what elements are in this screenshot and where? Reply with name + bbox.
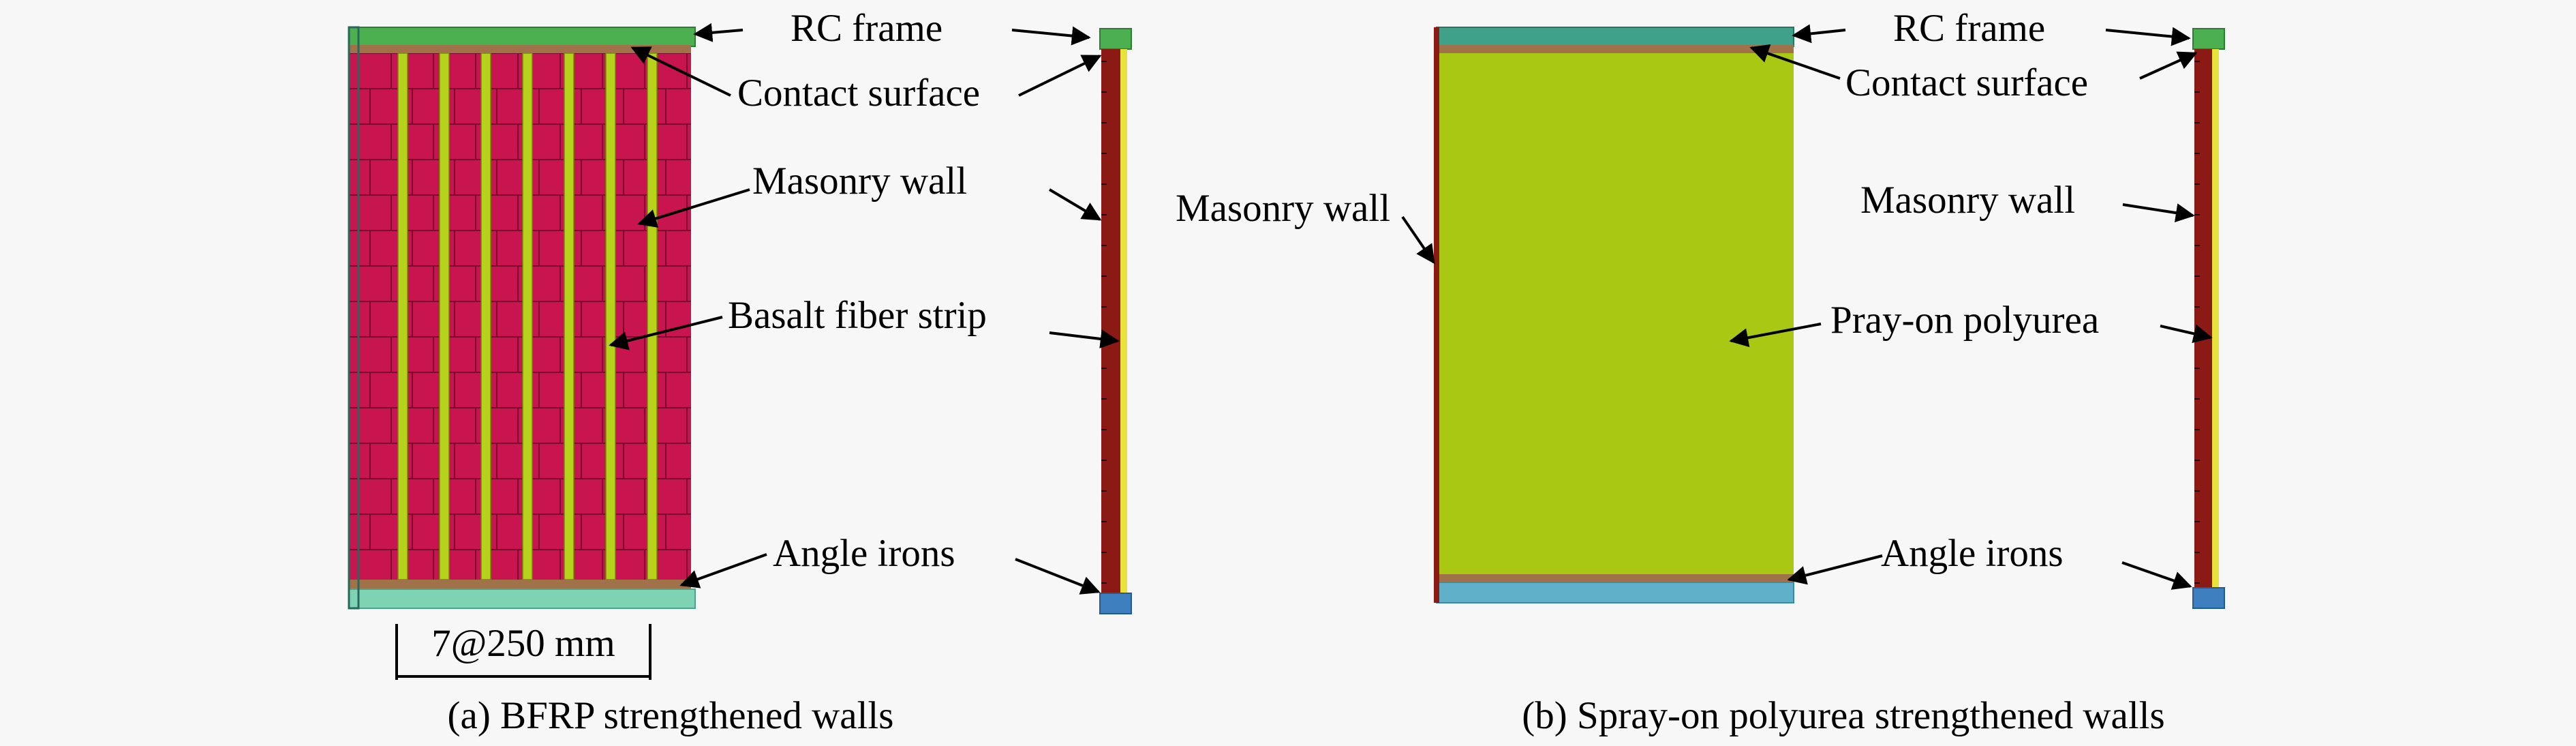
angle-iron-side bbox=[1099, 593, 1132, 614]
masonry-side bbox=[1101, 49, 1120, 593]
caption-a: (a) BFRP strengthened walls bbox=[448, 694, 894, 737]
polyurea-wall-front bbox=[1434, 27, 1794, 603]
basalt-strip bbox=[439, 53, 450, 580]
label-masonry-wall-b-right: Masonry wall bbox=[1860, 179, 2075, 222]
panel-a-annotations bbox=[609, 23, 1120, 595]
basalt-strip bbox=[605, 53, 616, 580]
label-contact-surface-b: Contact surface bbox=[1845, 61, 2088, 104]
side-joints-b bbox=[2194, 61, 2200, 584]
rc-frame-top-b bbox=[1436, 27, 1794, 47]
rc-frame-side-top bbox=[1099, 28, 1132, 50]
label-contact-surface-a: Contact surface bbox=[737, 72, 980, 115]
strip-side bbox=[1120, 49, 1127, 593]
panel-a: RC frame Contact surface Masonry wall Ba… bbox=[348, 7, 1132, 737]
polyurea-coating bbox=[1437, 53, 1794, 574]
masonry-edge-b bbox=[1434, 27, 1439, 603]
contact-surface-top bbox=[349, 45, 691, 53]
basalt-strip bbox=[564, 53, 574, 580]
dimension-line bbox=[395, 624, 651, 680]
label-masonry-wall-a: Masonry wall bbox=[752, 160, 967, 203]
basalt-strip bbox=[647, 53, 658, 580]
angle-iron-side-b bbox=[2192, 587, 2225, 609]
label-rc-frame-b: RC frame bbox=[1893, 7, 2045, 50]
panel-b-annotations bbox=[1401, 24, 2213, 590]
polyurea-side bbox=[2212, 49, 2219, 588]
rc-frame-top bbox=[348, 27, 696, 47]
angle-iron-bottom bbox=[349, 580, 691, 589]
wall-edge bbox=[348, 26, 360, 610]
angle-iron-bottom-b bbox=[1437, 574, 1794, 582]
side-joints bbox=[1101, 61, 1107, 584]
label-rc-frame-a: RC frame bbox=[791, 7, 942, 50]
dimension-label: 7@250 mm bbox=[431, 622, 615, 665]
bfrp-wall-side bbox=[1099, 28, 1132, 614]
label-polyurea: Pray-on polyurea bbox=[1830, 299, 2099, 342]
masonry-side-b bbox=[2194, 49, 2212, 588]
label-masonry-wall-b-left: Masonry wall bbox=[1176, 187, 1390, 230]
caption-b: (b) Spray-on polyurea strengthened walls bbox=[1522, 694, 2164, 737]
label-angle-irons-b: Angle irons bbox=[1881, 532, 2064, 575]
panel-b: RC frame Contact surface Masonry wall Ma… bbox=[1176, 7, 2225, 737]
basalt-strip bbox=[480, 53, 491, 580]
label-angle-irons-a: Angle irons bbox=[773, 532, 955, 575]
polyurea-wall-side bbox=[2192, 28, 2225, 609]
bfrp-wall-front bbox=[348, 26, 696, 610]
rc-frame-bottom-b bbox=[1436, 582, 1794, 603]
contact-surface-top-b bbox=[1437, 45, 1794, 53]
basalt-strip bbox=[397, 53, 408, 580]
rc-frame-bottom bbox=[348, 588, 696, 609]
label-basalt-fiber-strip: Basalt fiber strip bbox=[728, 294, 987, 337]
basalt-strip bbox=[522, 53, 533, 580]
rc-frame-side-top-b bbox=[2192, 28, 2225, 50]
